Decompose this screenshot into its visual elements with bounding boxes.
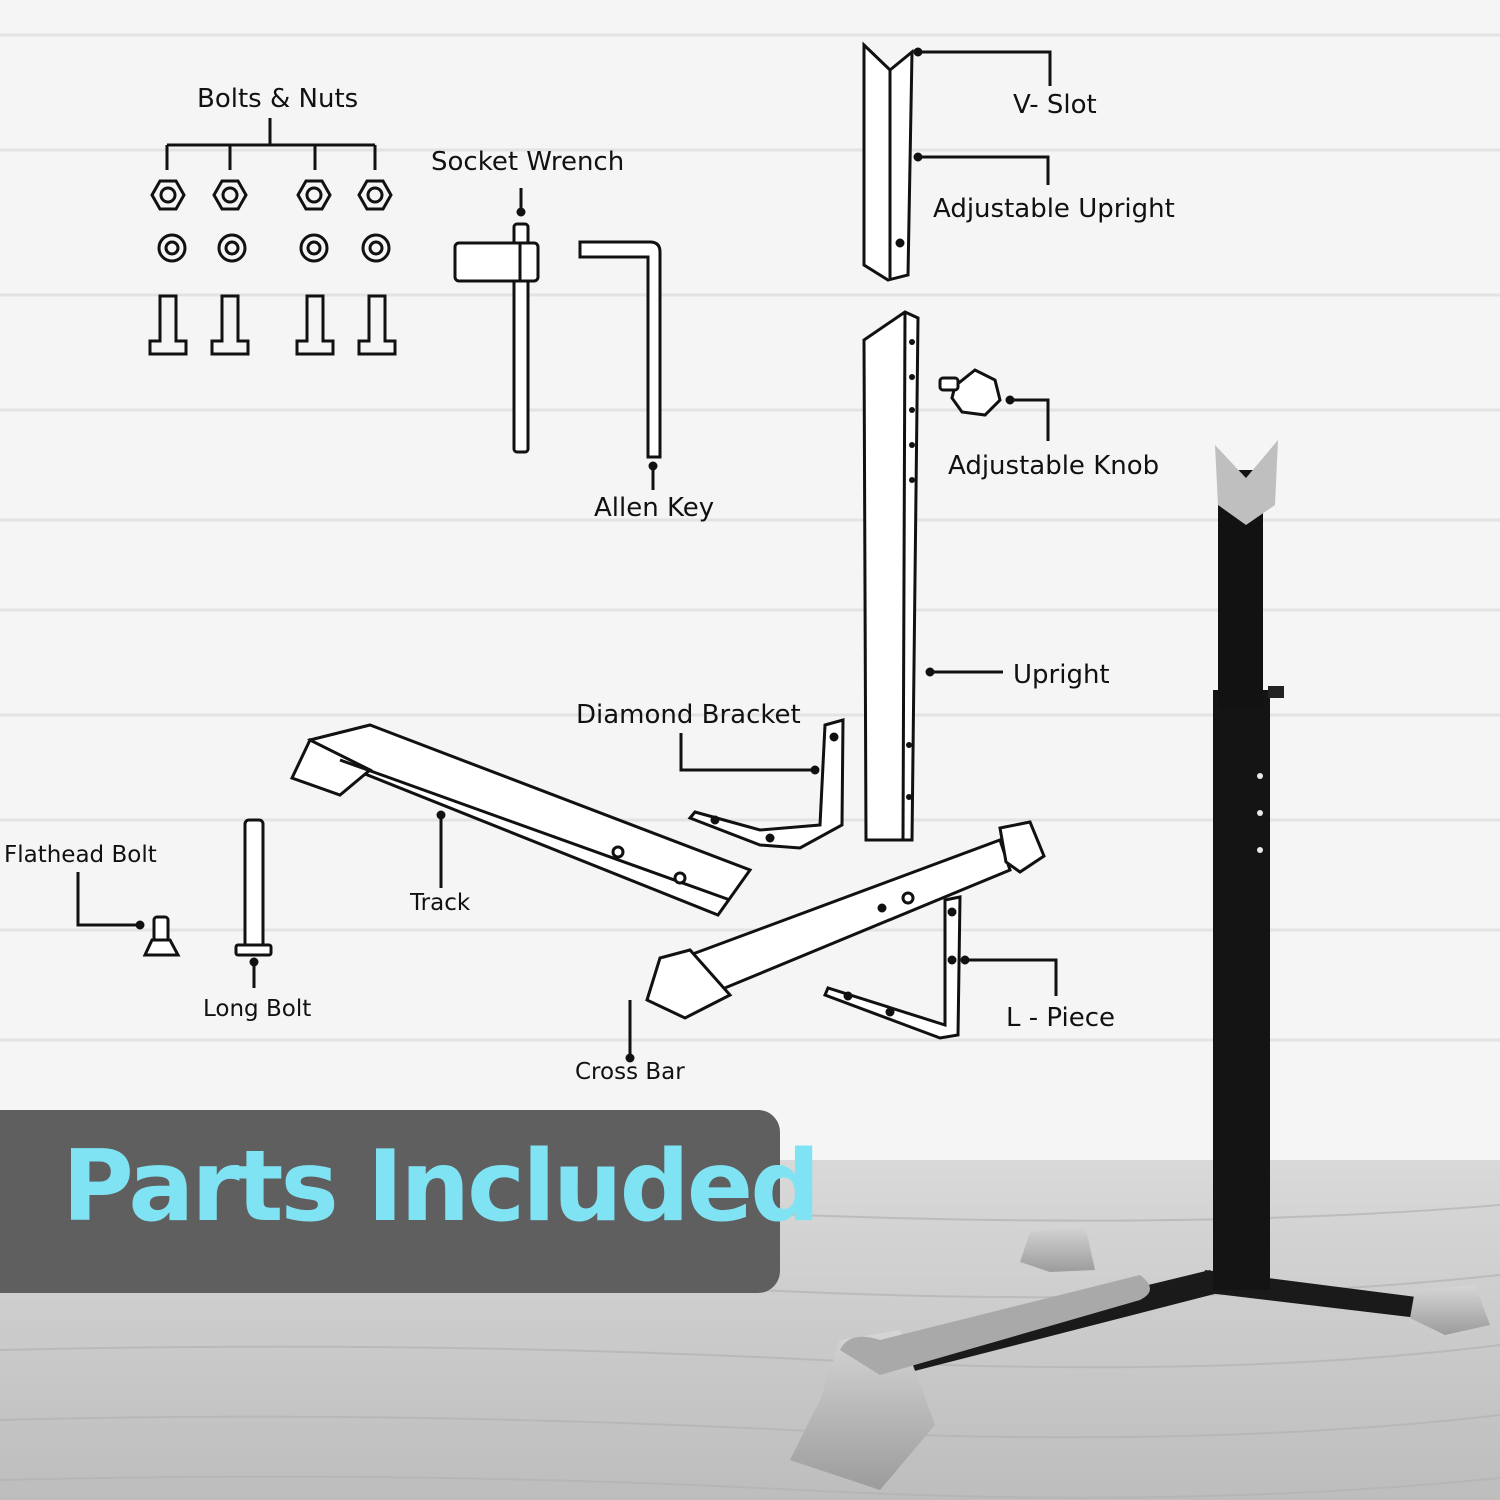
label-allen-key: Allen Key — [594, 493, 715, 523]
short-bolts — [148, 294, 397, 356]
label-flathead-bolt: Flathead Bolt — [4, 842, 157, 868]
label-cross-bar: Cross Bar — [575, 1059, 685, 1085]
allen-key-illustration — [578, 240, 662, 490]
hex-nuts — [150, 179, 393, 211]
label-upright: Upright — [1013, 660, 1110, 690]
cross-bar-illustration — [625, 820, 1046, 1063]
label-adjustable-upright: Adjustable Upright — [933, 194, 1175, 224]
adjustable-upright-illustration — [862, 41, 1052, 282]
label-adjustable-knob: Adjustable Knob — [948, 451, 1160, 481]
label-long-bolt: Long Bolt — [203, 996, 312, 1022]
upright-illustration — [862, 310, 1003, 842]
label-diamond-bracket: Diamond Bracket — [576, 700, 801, 730]
label-track: Track — [410, 890, 471, 916]
socket-wrench-illustration — [453, 188, 540, 454]
parts-included-banner — [0, 1110, 780, 1293]
adjustable-knob-illustration — [938, 368, 1050, 441]
track-illustration — [289, 723, 753, 917]
l-piece-illustration — [823, 895, 1058, 1040]
label-l-piece: L - Piece — [1006, 1003, 1116, 1033]
washers — [157, 233, 391, 263]
diamond-bracket-illustration — [679, 718, 845, 850]
banner-title: Parts Included — [62, 1130, 820, 1244]
brick-wall — [0, 33, 1500, 1042]
label-v-slot: V- Slot — [1013, 90, 1097, 120]
flathead-bolt-illustration — [76, 872, 181, 957]
bolts-nuts-illustration — [148, 118, 397, 356]
label-socket-wrench: Socket Wrench — [431, 147, 625, 177]
long-bolt-illustration — [234, 818, 273, 988]
squat-stand-photo — [790, 440, 1490, 1490]
label-bolts-nuts: Bolts & Nuts — [197, 84, 359, 114]
